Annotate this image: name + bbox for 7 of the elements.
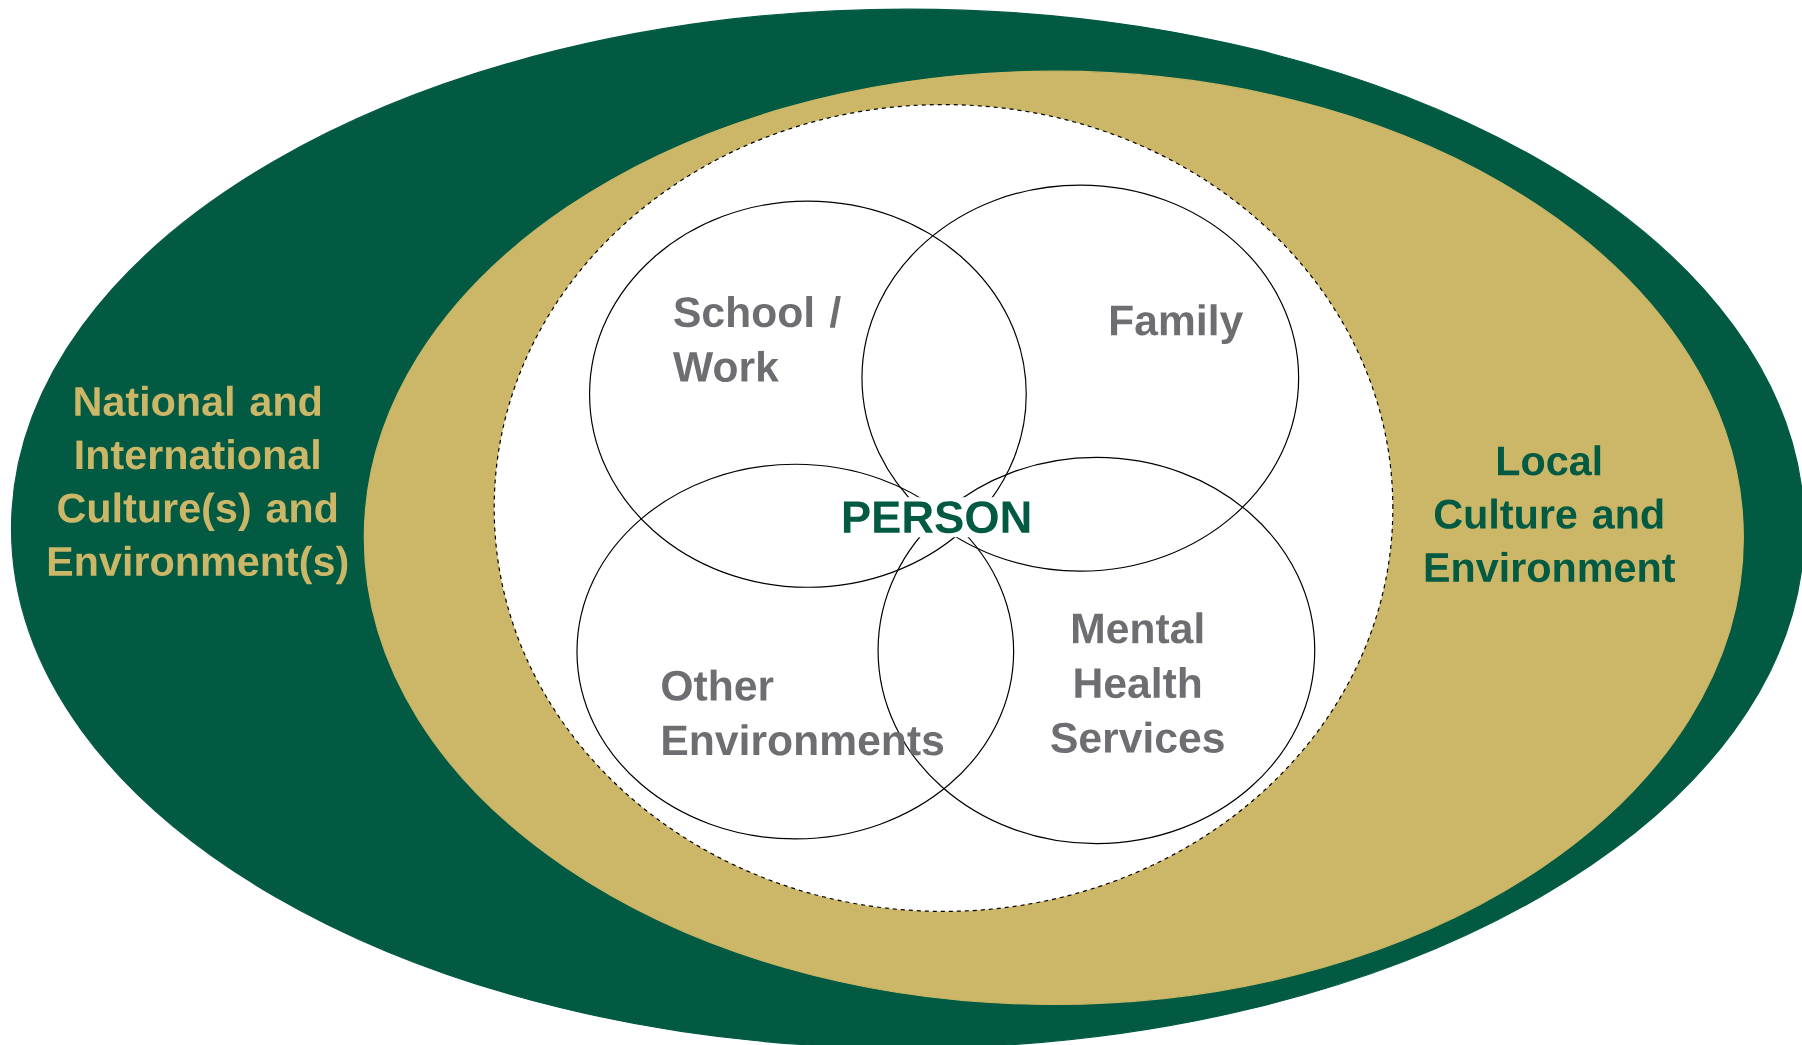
region-label: National and International Culture(s) and Environment(s) [48, 385, 348, 585]
center-label: PERSON [836, 497, 1037, 538]
region-label: Local Culture and Environment [1425, 445, 1675, 583]
region-label: Mental Health Services [1051, 612, 1224, 753]
region-label: School / Work [673, 296, 841, 382]
dashed-circle [493, 104, 1394, 912]
region-label: Family [1110, 304, 1244, 344]
